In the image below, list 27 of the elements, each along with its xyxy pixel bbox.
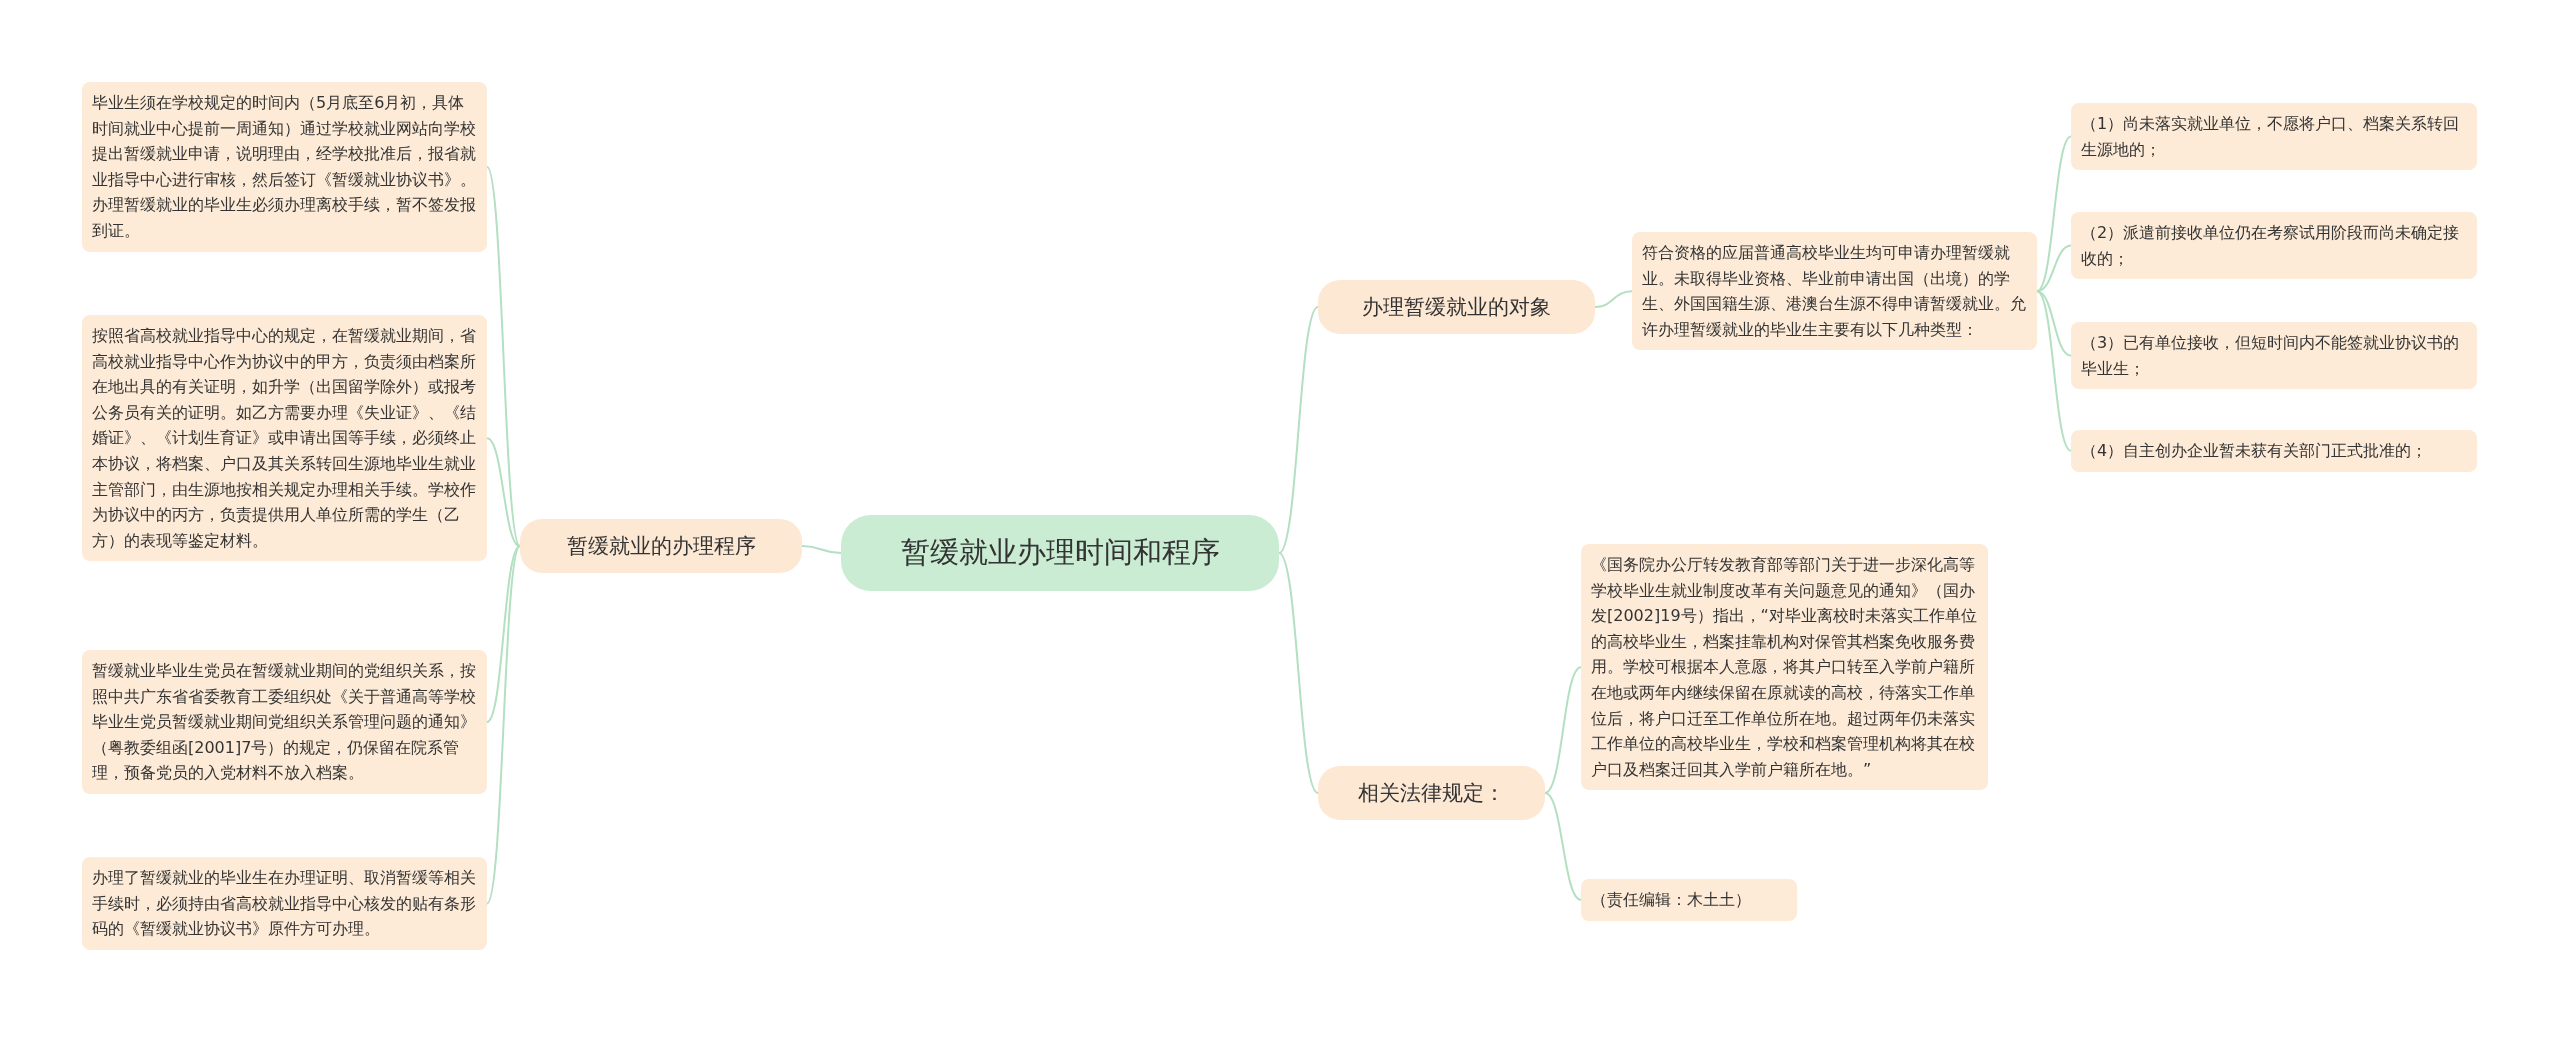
central-topic: 暂缓就业办理时间和程序 — [841, 515, 1279, 591]
connector-line — [1544, 792, 1582, 901]
note-card: 符合资格的应届普通高校毕业生均可申请办理暂缓就业。未取得毕业资格、毕业前申请出国（出境）的学生、外国国籍生源、港澳台生源不得申请暂缓就业。允许办理暂缓就业的毕业生主要有以下几种类型： — [1632, 232, 2037, 351]
connector-line — [2036, 290, 2072, 452]
note-card: 暂缓就业毕业生党员在暂缓就业期间的党组织关系，按照中共广东省省委教育工委组织处《关于普通高等学校毕业生党员暂缓就业期间党组织关系管理问题的通知》（粤教委组函[2001]7号）的规定，仍保留在院系管理，预备党员的入党材料不放入档案。 — [82, 650, 487, 794]
note-card: 毕业生须在学校规定的时间内（5月底至6月初，具体时间就业中心提前一周通知）通过学校就业网站向学校提出暂缓就业申请，说明理由，经学校批准后，报省就业指导中心进行审核，然后签订《暂缓就业协议书》。办理暂缓就业的毕业生必须办理离校手续，暂不签发报到证。 — [82, 82, 487, 252]
connector-line — [1594, 290, 1633, 308]
connector-line — [1544, 666, 1582, 794]
note-card: （责任编辑：木土土） — [1581, 879, 1797, 921]
connector-line — [486, 165, 521, 547]
connector-line — [486, 545, 521, 723]
connector-line — [2036, 135, 2072, 293]
connector-line — [801, 545, 842, 554]
note-card: 办理了暂缓就业的毕业生在办理证明、取消暂缓等相关手续时，必须持由省高校就业指导中心核发的贴有条形码的《暂缓就业协议书》原件方可办理。 — [82, 857, 487, 950]
connector-line — [486, 545, 521, 905]
connector-line — [486, 437, 521, 547]
branch-topic: 暂缓就业的办理程序 — [520, 519, 802, 573]
connector-line — [1278, 306, 1319, 554]
note-card: （1）尚未落实就业单位，不愿将户口、档案关系转回生源地的； — [2071, 103, 2477, 171]
note-card: （2）派遣前接收单位仍在考察试用阶段而尚未确定接收的； — [2071, 212, 2477, 280]
note-card: （3）已有单位接收，但短时间内不能签就业协议书的毕业生； — [2071, 322, 2477, 390]
note-card: 《国务院办公厅转发教育部等部门关于进一步深化高等学校毕业生就业制度改革有关问题意见的通知》（国办发[2002]19号）指出，“对毕业离校时未落实工作单位的高校毕业生，档案挂靠机构对保管其档案免收服务费用。学校可根据本人意愿，将其户口转至入学前户籍所在地或两年内继续保留在原就读的高校，待落实工作单位后，将户口迁至工作单位所在地。超过两年仍未落实工作单位的高校毕业生，学校和档案管理机构将其在校户口及档案迁回其入学前户籍所在地。” — [1581, 544, 1988, 791]
connector-line — [1278, 552, 1319, 794]
note-card: 按照省高校就业指导中心的规定，在暂缓就业期间，省高校就业指导中心作为协议中的甲方，负责须由档案所在地出具的有关证明，如升学（出国留学除外）或报考公务员有关的证明。如乙方需要办理《失业证》、《结婚证》、《计划生育证》或申请出国等手续，必须终止本协议，将档案、户口及其关系转回生源地毕业生就业主管部门，由生源地按相关规定办理相关手续。学校作为协议中的丙方，负责提供用人单位所需的学生（乙方）的表现等鉴定材料。 — [82, 315, 487, 562]
branch-topic: 办理暂缓就业的对象 — [1318, 280, 1595, 334]
branch-topic: 相关法律规定： — [1318, 766, 1545, 820]
note-card: （4）自主创办企业暂未获有关部门正式批准的； — [2071, 430, 2477, 472]
